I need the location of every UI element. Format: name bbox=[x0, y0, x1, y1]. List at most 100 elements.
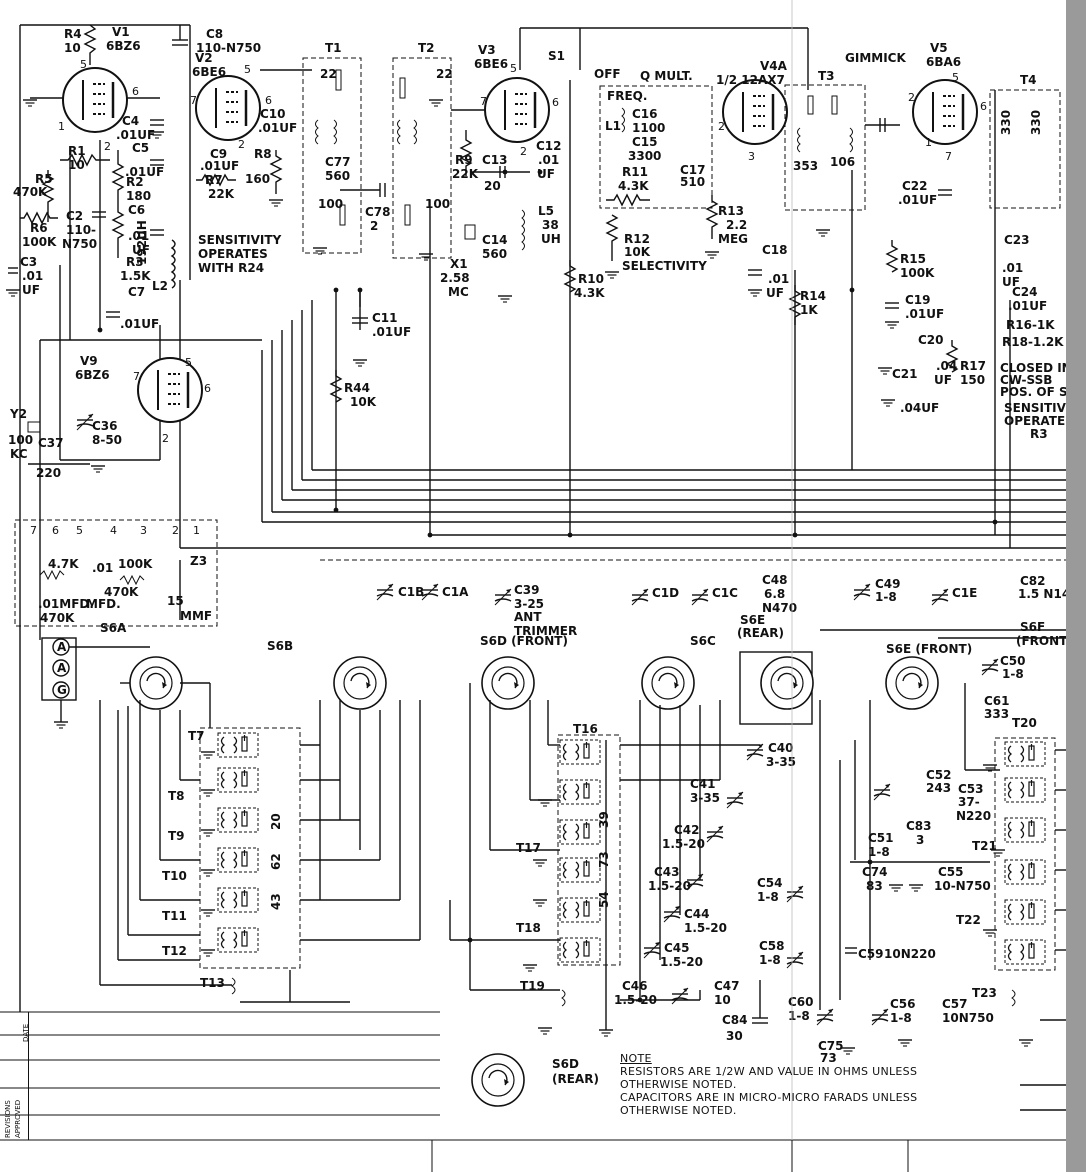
t18-label: T18 bbox=[516, 921, 541, 935]
c48-value: 6.8 bbox=[764, 587, 785, 601]
r4-value: 10 bbox=[64, 41, 81, 55]
svg-text:5: 5 bbox=[244, 63, 251, 76]
c19-label: C19 bbox=[905, 293, 931, 307]
r12-label: R12 bbox=[624, 232, 650, 246]
v9-tube bbox=[136, 356, 204, 424]
r4-label: R4 bbox=[64, 27, 82, 41]
c48-tc: N470 bbox=[762, 601, 797, 615]
c82-label: C82 bbox=[1020, 574, 1046, 588]
c1d-label: C1D bbox=[652, 586, 679, 600]
c6-unit: UF bbox=[132, 243, 150, 257]
c18-value: .01 bbox=[768, 272, 789, 286]
l1-label: L1 bbox=[605, 119, 621, 133]
l2-label: L2 bbox=[152, 279, 168, 293]
c42-value: 1.5-20 bbox=[662, 837, 705, 851]
r2-value: 180 bbox=[126, 189, 151, 203]
l5-label: L5 bbox=[538, 204, 554, 218]
c14-label: C14 bbox=[482, 233, 508, 247]
svg-text:2: 2 bbox=[238, 138, 245, 151]
c59-value: 10N220 bbox=[884, 947, 936, 961]
t2-can bbox=[392, 57, 452, 259]
svg-text:6: 6 bbox=[132, 85, 139, 98]
c10-value: .01UF bbox=[258, 121, 297, 135]
c77-value: 560 bbox=[325, 169, 350, 183]
c2-value: 110- bbox=[66, 223, 96, 237]
r3-value: 1.5K bbox=[120, 269, 151, 283]
v2-tube bbox=[194, 74, 262, 142]
c57-value: 10N750 bbox=[942, 1011, 994, 1025]
v3-type: 6BE6 bbox=[474, 57, 508, 71]
c52-label: C52 bbox=[926, 768, 952, 782]
gimmick-label: GIMMICK bbox=[845, 51, 906, 65]
sens4-label: SENSITIVI bbox=[1004, 401, 1066, 415]
t17-label: T17 bbox=[516, 841, 541, 855]
s6a-switch[interactable] bbox=[129, 656, 183, 710]
svg-text:73: 73 bbox=[597, 851, 611, 868]
c14-value: 560 bbox=[482, 247, 507, 261]
s6c-switch[interactable] bbox=[641, 656, 695, 710]
r14-label: R14 bbox=[800, 289, 826, 303]
z3-network bbox=[14, 519, 218, 627]
c3-value: .01 bbox=[22, 269, 43, 283]
c36-value: 8-50 bbox=[92, 433, 122, 447]
page-edge bbox=[1066, 0, 1086, 1172]
c4-label: C4 bbox=[122, 114, 139, 128]
c47-value: 10 bbox=[714, 993, 731, 1007]
t20-label: T20 bbox=[1012, 716, 1037, 730]
svg-text:6: 6 bbox=[52, 524, 59, 537]
r18-label: R18-1.2K bbox=[1002, 335, 1064, 349]
svg-text:.01: .01 bbox=[92, 561, 113, 575]
s6d-rear-switch[interactable] bbox=[471, 1053, 525, 1107]
svg-text:4: 4 bbox=[110, 524, 117, 537]
c52-value: 243 bbox=[926, 781, 951, 795]
closed-line1: CLOSED IN bbox=[1000, 361, 1066, 375]
c50-value: 1-8 bbox=[1002, 667, 1024, 681]
c60-value: 1-8 bbox=[788, 1009, 810, 1023]
c12-value: .01 bbox=[538, 153, 559, 167]
svg-text:6: 6 bbox=[265, 94, 272, 107]
s6e-rear-switch[interactable] bbox=[760, 656, 814, 710]
c3-label: C3 bbox=[20, 255, 37, 269]
c6-label: C6 bbox=[128, 203, 145, 217]
c53-label: C53 bbox=[958, 782, 984, 796]
svg-text:5: 5 bbox=[952, 71, 959, 84]
note-title: NOTE bbox=[620, 1052, 652, 1065]
svg-text:1: 1 bbox=[925, 136, 932, 149]
r13-unit: MEG bbox=[718, 232, 748, 246]
note-line1: RESISTORS ARE 1/2W AND VALUE IN OHMS UNL… bbox=[620, 1065, 918, 1078]
c3-unit: UF bbox=[22, 283, 40, 297]
v1-ref: V1 bbox=[112, 25, 130, 39]
c17-value: 510 bbox=[680, 175, 705, 189]
svg-text:5: 5 bbox=[76, 524, 83, 537]
svg-text:2: 2 bbox=[520, 145, 527, 158]
r8-value: 160 bbox=[245, 172, 270, 186]
c19-value: .01UF bbox=[905, 307, 944, 321]
terminal-a2[interactable] bbox=[52, 659, 70, 677]
s6b-switch[interactable] bbox=[333, 656, 387, 710]
r17-label: R17 bbox=[960, 359, 986, 373]
svg-text:6: 6 bbox=[980, 100, 987, 113]
r11-value: 4.3K bbox=[618, 179, 649, 193]
c56-label: C56 bbox=[890, 997, 916, 1011]
s6b-label: S6B bbox=[267, 639, 293, 653]
v2-type: 6BE6 bbox=[192, 65, 226, 79]
c57-label: C57 bbox=[942, 997, 968, 1011]
s6e-front-switch[interactable] bbox=[885, 656, 939, 710]
c49-value: 1-8 bbox=[875, 590, 897, 604]
sens-line1: SENSITIVITY bbox=[198, 233, 282, 247]
r17-value: 150 bbox=[960, 373, 985, 387]
s1-label: S1 bbox=[548, 49, 565, 63]
c24-label: C24 bbox=[1012, 285, 1038, 299]
t19-label: T19 bbox=[520, 979, 545, 993]
t4-can bbox=[989, 89, 1061, 209]
c46-label: C46 bbox=[622, 979, 648, 993]
c16-value: 1100 bbox=[632, 121, 665, 135]
svg-text:106: 106 bbox=[830, 155, 855, 169]
svg-text:3: 3 bbox=[140, 524, 147, 537]
c39-ant: ANT bbox=[514, 610, 542, 624]
s6d-rear-label: S6D bbox=[552, 1057, 579, 1071]
svg-text:4.7K: 4.7K bbox=[48, 557, 79, 571]
c77-label: C77 bbox=[325, 155, 351, 169]
c20-unit: UF bbox=[934, 373, 952, 387]
terminal-g[interactable] bbox=[52, 681, 70, 699]
